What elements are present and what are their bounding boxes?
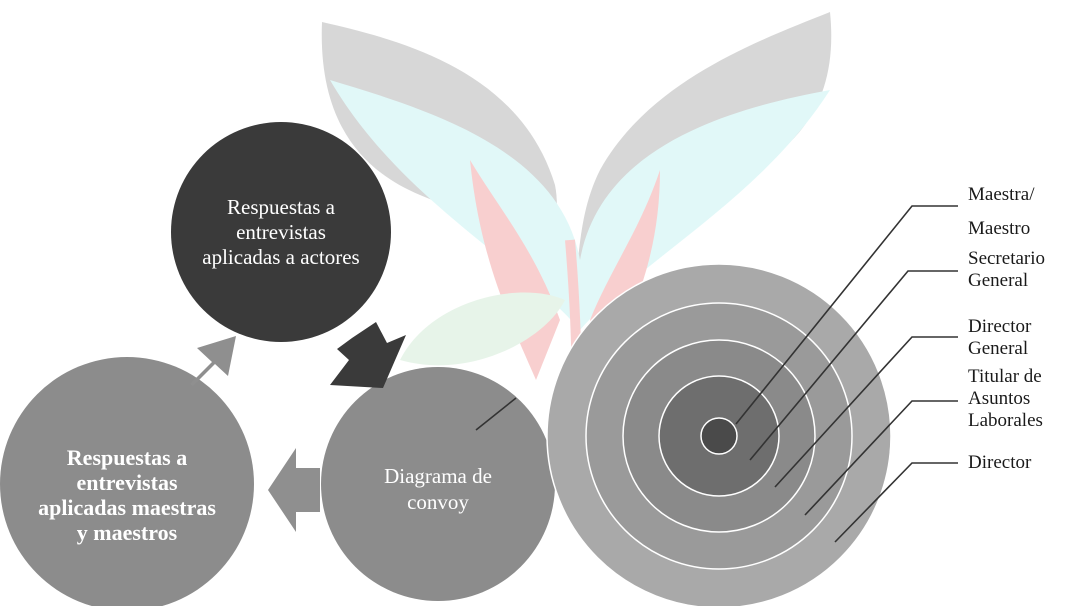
center-node-text: Diagrama de convoy <box>384 464 492 514</box>
left-node-circle <box>0 357 254 606</box>
label-maestra: Maestra/Maestro <box>968 184 1035 239</box>
arrow-up-right <box>190 336 236 386</box>
leader-director <box>834 462 958 543</box>
leader-center-node <box>475 397 517 431</box>
leader-secretario <box>749 270 958 461</box>
center-node-circle <box>321 367 555 601</box>
leader-director-general <box>774 336 958 488</box>
ring-maestra <box>700 417 738 455</box>
arrow-down-right <box>330 322 406 388</box>
arrow-left <box>268 448 320 532</box>
top-node-circle <box>171 122 391 342</box>
left-node-text: Respuestas a entrevistas aplicadas maest… <box>38 445 216 545</box>
top-node-text: Respuestas a entrevistas aplicadas a act… <box>202 194 360 269</box>
convoy-rings <box>546 263 892 606</box>
leader-lines <box>475 205 958 543</box>
watermark-green-leaf <box>400 292 565 366</box>
watermark-cyan-shape <box>330 80 830 330</box>
leader-titular <box>804 400 958 516</box>
leader-maestra <box>735 205 958 425</box>
label-director: Director <box>968 452 1032 473</box>
